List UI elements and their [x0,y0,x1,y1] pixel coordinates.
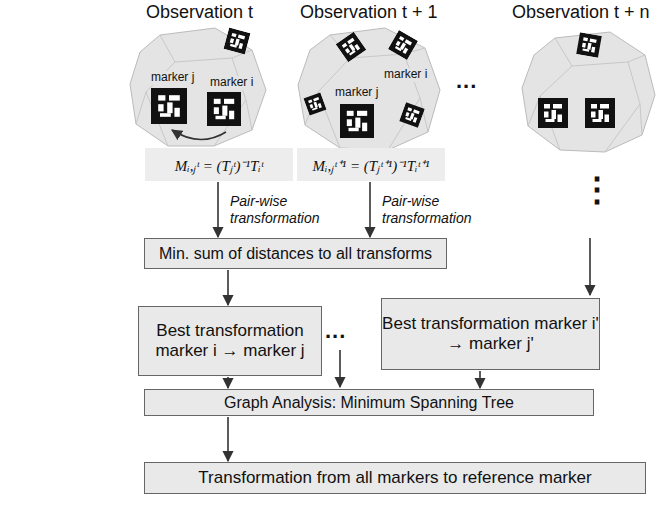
flow-arrow [589,238,591,295]
formula-box: Mᵢ,ⱼᵗ⁺¹ = (Tⱼᵗ⁺¹)⁻¹Tᵢᵗ⁺¹ [297,148,445,181]
polyhedron [298,28,440,150]
process-box: Best transformation marker i → marker j [138,306,322,376]
flow-arrow [227,417,229,461]
flow-arrow [369,182,371,237]
edge-label: Pair-wise transformation [380,193,494,227]
marker-label: marker j [149,71,196,85]
flow-arrow [227,377,229,388]
polyhedron [130,28,266,146]
process-box: Transformation from all markers to refer… [144,462,646,494]
process-box: Min. sum of distances to all transforms [144,238,447,269]
process-box: Best transformation marker i' → marker j… [381,298,600,370]
marker-label: marker i [208,76,255,90]
polyhedron [522,32,655,152]
observation-label: Observation t + n [512,2,650,23]
node-text: Best transformation marker i → marker j [139,321,321,361]
node-text: Transformation from all markers to refer… [198,468,591,488]
node-text: Graph Analysis: Minimum Spanning Tree [224,394,514,412]
ellipsis: ... [456,68,477,93]
flow-arrow [339,350,341,387]
marker-label: marker i [382,68,429,82]
ellipsis: ⋮ [580,170,614,209]
node-text: Min. sum of distances to all transforms [159,245,432,263]
flow-arrow [217,182,219,237]
process-box: Graph Analysis: Minimum Spanning Tree [144,389,594,416]
node-text: Mᵢ,ⱼᵗ⁺¹ = (Tⱼᵗ⁺¹)⁻¹Tᵢᵗ⁺¹ [313,155,430,175]
observation-label: Observation t + 1 [300,2,438,23]
ellipsis: ... [325,318,346,343]
node-text: Mᵢ,ⱼᵗ = (Tⱼᵗ)⁻¹Tᵢᵗ [175,155,263,175]
formula-box: Mᵢ,ⱼᵗ = (Tⱼᵗ)⁻¹Tᵢᵗ [145,148,293,181]
flow-arrow [479,371,481,388]
observation-label: Observation t [146,2,253,23]
edge-label: Pair-wise transformation [228,193,342,227]
marker-label: marker j [333,86,380,100]
flow-arrow [227,270,229,305]
node-text: Best transformation marker i' → marker j… [382,314,599,354]
